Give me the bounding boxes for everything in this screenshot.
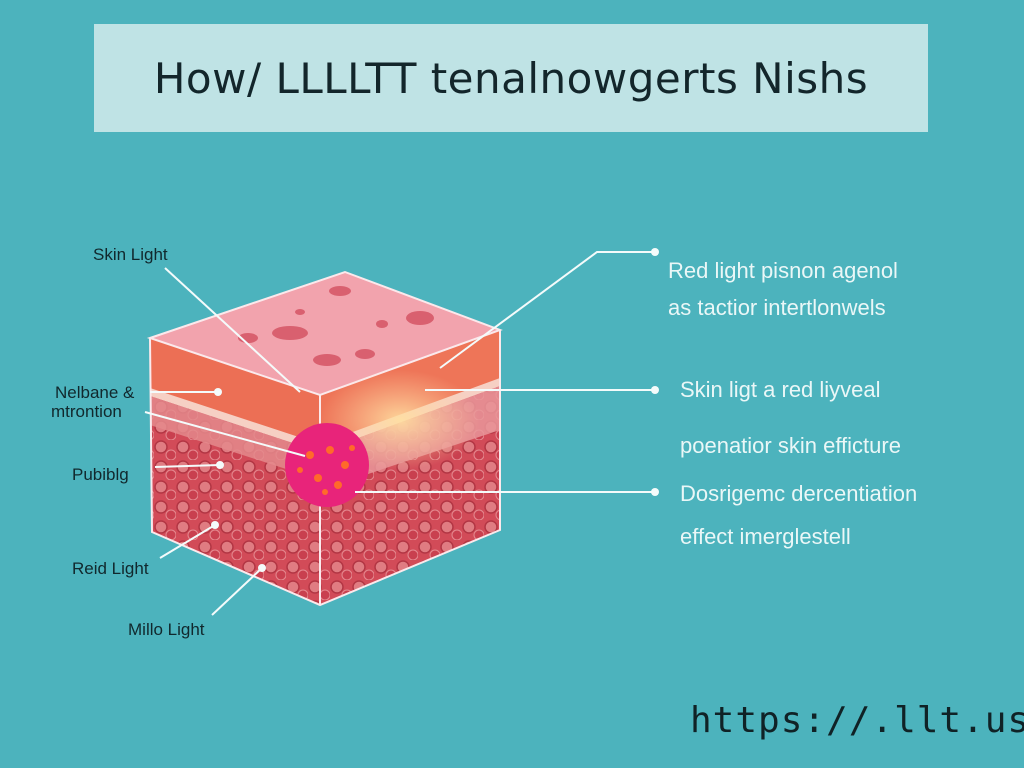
right-text-2: as tactior intertlonwels	[668, 295, 886, 320]
page-title: How/ LLLLTT tenalnowgerts Nishs	[153, 53, 869, 103]
label-nelbane: Nelbane &	[55, 383, 135, 402]
label-pubiblg: Pubiblg	[72, 465, 129, 484]
url-text: https://.llt.us	[690, 700, 1024, 741]
hotspot	[285, 423, 369, 507]
label-skin-light: Skin Light	[93, 245, 168, 264]
hotspot-cells	[297, 445, 355, 495]
label-reid-light: Reid Light	[72, 559, 149, 578]
title-box: How/ LLLLTT tenalnowgerts Nishs	[94, 24, 928, 132]
right-text-3: Skin ligt a red liyveal	[680, 377, 881, 402]
label-mtrontion: mtrontion	[51, 402, 122, 421]
cube-top-face	[150, 272, 500, 395]
right-text-4: poenatior skin efficture	[680, 433, 901, 458]
right-text-5: Dosrigemc dercentiation	[680, 481, 918, 506]
label-millo-light: Millo Light	[128, 620, 205, 639]
skin-pores	[238, 286, 434, 366]
leader-dots	[211, 248, 659, 572]
right-text-6: effect imerglestell	[680, 524, 851, 549]
right-text-1: Red light pisnon agenol	[668, 258, 898, 283]
leader-lines	[144, 251, 655, 616]
